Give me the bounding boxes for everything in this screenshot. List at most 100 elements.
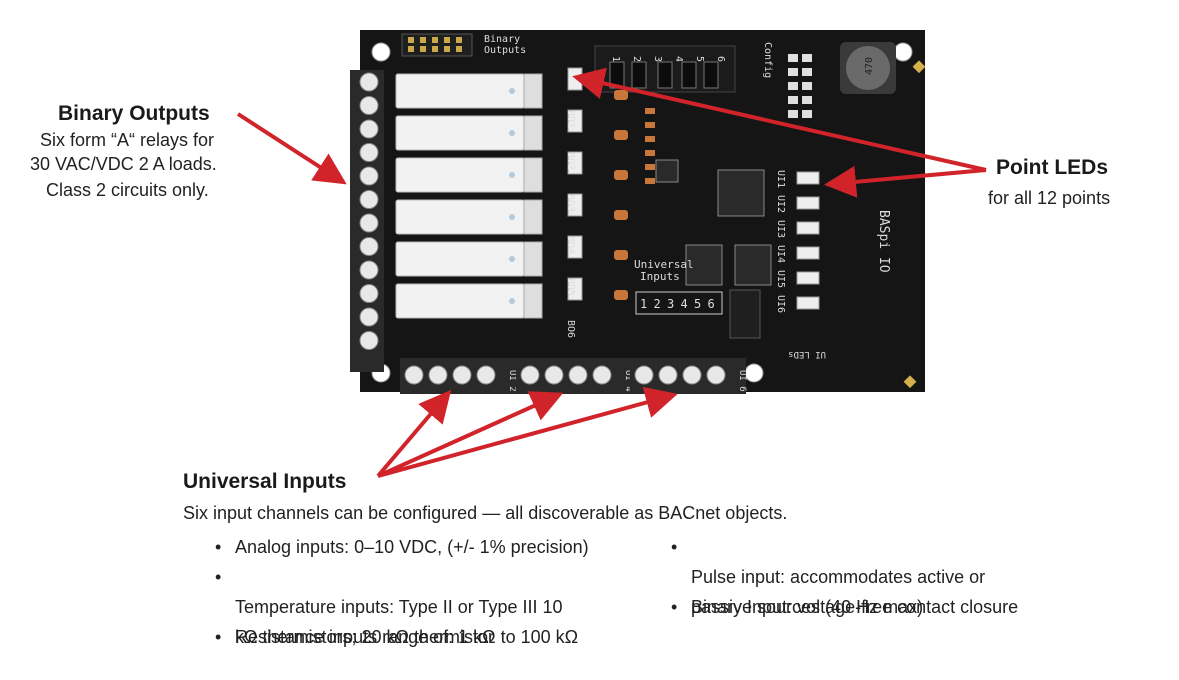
ic-chip (734, 244, 772, 286)
smd-component (802, 54, 812, 62)
arrow-binary-outputs (236, 112, 347, 185)
bo-label: BO1 (565, 110, 576, 128)
jumper-number: 5 (694, 56, 705, 62)
terminal-screws (359, 72, 379, 350)
ui-number: 2 (654, 297, 661, 311)
header-pin (408, 46, 414, 52)
ui-number: 4 (681, 297, 688, 311)
ui-number: 1 (640, 297, 647, 311)
ui-label: UI3 (775, 220, 786, 238)
terminal-screw (658, 365, 678, 385)
terminal-screw (359, 119, 379, 139)
terminal-screw (359, 331, 379, 350)
binary-outputs-line-1: Six form “A“ relays for (40, 130, 215, 150)
bo-label: BO5 (565, 278, 576, 296)
relay-side (523, 115, 543, 151)
resistor (645, 122, 655, 128)
header-pin (408, 37, 414, 43)
bo-led (567, 109, 583, 133)
jumper-number: 4 (673, 56, 684, 62)
jumper (657, 61, 673, 89)
jumper (631, 61, 647, 89)
bo-led (567, 235, 583, 259)
jumper (681, 61, 697, 89)
silk-config: Config (762, 42, 773, 78)
ui-label: UI6 (775, 295, 786, 313)
mounting-hole (371, 42, 391, 62)
ui-label: UI1 (775, 170, 786, 188)
header-pin (444, 37, 450, 43)
terminal-screw (682, 365, 702, 385)
smd-component (802, 68, 812, 76)
arrow-universal-inputs-3 (377, 386, 678, 478)
bo-label: BO4 (565, 236, 576, 254)
terminal-label: UI 2 (507, 370, 517, 392)
binary-outputs-line-3: Class 2 circuits only. (46, 180, 209, 200)
terminal-screw (359, 96, 379, 115)
header-pin (420, 46, 426, 52)
terminal-screw (476, 365, 496, 385)
bullet-temperature: •Temperature inputs: Type II or Type III… (215, 567, 563, 647)
smd-component (788, 82, 798, 90)
terminal-screw (634, 365, 654, 385)
terminal-screw (359, 307, 379, 327)
ui-label: UI4 (775, 245, 786, 263)
arrow-point-leds-1 (572, 67, 987, 172)
relay-side (523, 283, 543, 319)
terminal-screw (359, 166, 379, 186)
arrow-point-leds-2 (824, 165, 987, 198)
bo-led (567, 277, 583, 301)
smd-component (802, 82, 812, 90)
ic-chip (655, 159, 679, 183)
point-leds-title: Point LEDs (996, 156, 1109, 179)
resistor (645, 178, 655, 184)
ui-led (796, 196, 820, 210)
silk-binary-outputs-1: Binary (484, 34, 520, 45)
terminal-label: UI 6 (737, 370, 747, 392)
terminal-screw (428, 365, 448, 385)
jumper-number: 6 (715, 56, 726, 62)
header-pin (420, 37, 426, 43)
universal-inputs-description: Six input channels can be configured — a… (183, 503, 788, 523)
resistor (645, 136, 655, 142)
jumper-number: 1 (610, 56, 621, 62)
terminal-screw (706, 365, 726, 385)
ui-label: UI5 (775, 270, 786, 288)
terminal-screw (359, 237, 379, 256)
terminal-screw (452, 365, 472, 385)
jumper-number: 3 (652, 56, 663, 62)
terminal-screw (359, 213, 379, 233)
smd-component (788, 110, 798, 118)
smd-component (788, 54, 798, 62)
terminal-screw (359, 284, 379, 303)
bo-label: BO6 (565, 320, 576, 338)
silk-basp: BASpi IO (876, 210, 891, 273)
silk-binary-outputs-2: Outputs (484, 45, 526, 56)
binary-outputs-line-2: 30 VAC/VDC 2 A loads. (30, 154, 217, 174)
ui-led (796, 221, 820, 235)
terminal-screw (568, 365, 588, 385)
ui-led (796, 296, 820, 310)
silk-ui-leds: UI LEDs (788, 349, 826, 359)
universal-inputs-title: Universal Inputs (183, 470, 347, 493)
ui-number: 3 (667, 297, 674, 311)
relay-side (523, 241, 543, 277)
binary-outputs-title: Binary Outputs (58, 102, 210, 125)
resistor (614, 90, 628, 100)
bo-led (567, 193, 583, 217)
header-pin (432, 46, 438, 52)
relay-side (523, 199, 543, 235)
resistor (614, 130, 628, 140)
resistor (614, 170, 628, 180)
header-pin (456, 46, 462, 52)
smd-component (802, 110, 812, 118)
terminal-screw (359, 190, 379, 209)
terminal-screw (404, 365, 424, 385)
resistor (645, 150, 655, 156)
microcontroller-chip (717, 169, 765, 217)
terminal-screw (359, 143, 379, 162)
header-pin (432, 37, 438, 43)
point-leds-subtitle: for all 12 points (988, 188, 1111, 208)
smd-component (802, 96, 812, 104)
